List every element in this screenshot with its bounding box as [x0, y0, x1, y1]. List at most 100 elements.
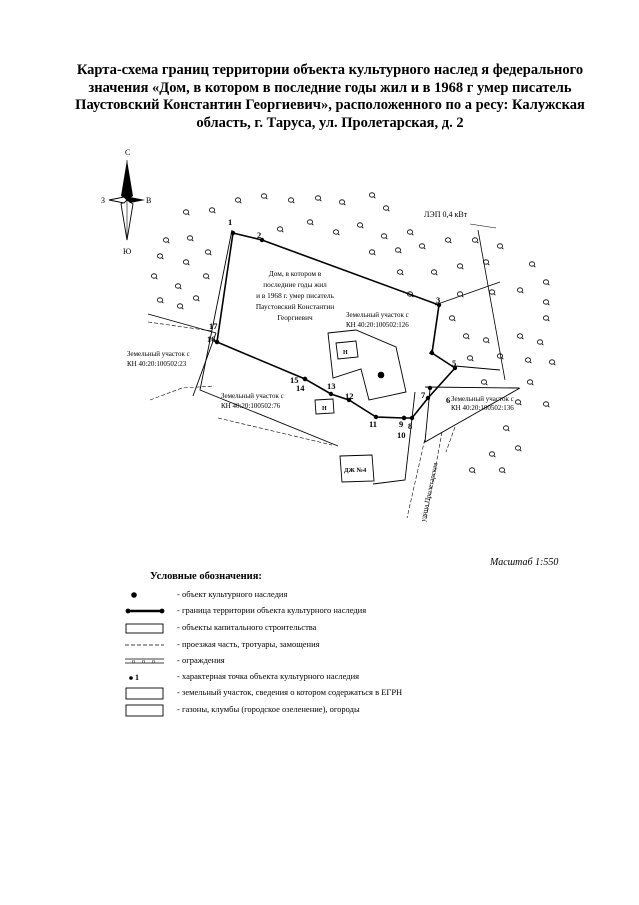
boundary-point-label-16: 16 [207, 334, 216, 344]
house-label-2: последние годы жил [263, 280, 327, 289]
tree-symbol [456, 263, 464, 270]
parcel-76-label-1: Земельный участок с [221, 392, 284, 400]
tree-symbol [488, 289, 496, 296]
building-n-label-1: Н [343, 350, 348, 356]
boundary-point-7 [425, 395, 431, 401]
tree-symbol [525, 357, 532, 364]
legend-text-fences: - ограждения [177, 655, 225, 665]
tree-symbol [496, 243, 504, 250]
tree-symbol [543, 279, 550, 286]
buildings [314, 329, 407, 483]
boundary-point-11 [373, 414, 379, 420]
boundary-point-label-1: 1 [228, 217, 232, 227]
tree-symbol [186, 235, 194, 242]
tree-symbol [156, 297, 164, 304]
tree-symbol [306, 219, 314, 226]
tree-symbol [204, 249, 212, 256]
power-line: ЛЭП 0,4 кВт [424, 210, 506, 381]
tree-symbol [156, 253, 164, 260]
legend-title: Условные обозначения: [150, 571, 262, 582]
tree-symbol [234, 197, 242, 204]
tree-symbol [549, 359, 556, 366]
characteristic-point-symbol: 1 [129, 673, 139, 682]
parcel-136-label-1: Земельный участок с [451, 395, 514, 403]
parcel-23-label-2: КН 40:20:100502:23 [127, 360, 187, 368]
boundary-point-8 [409, 415, 415, 421]
title-line-3: Паустовский Константин Георгиевич», расп… [75, 97, 585, 113]
tree-symbol [276, 226, 284, 233]
tree-symbol [480, 379, 488, 386]
compass-south: Ю [123, 247, 131, 256]
boundary-point-label-12: 12 [345, 391, 354, 401]
house-label-3: и в 1968 г. умер писатель [256, 291, 334, 300]
boundary-point-10 [401, 415, 407, 421]
tree-symbol [394, 247, 402, 254]
boundary-point-2 [259, 237, 265, 243]
tree-symbol [515, 399, 522, 406]
tree-symbol [482, 337, 490, 344]
map-title: Карта-схема границ территории объекта ку… [70, 62, 590, 132]
boundary-point-label-9: 9 [399, 419, 403, 429]
house-label-1: Дом, в котором в [269, 269, 322, 278]
tree-symbol [382, 205, 390, 212]
tree-symbol [471, 237, 479, 244]
tree-symbol [527, 379, 534, 386]
boundary-point-label-2: 2 [257, 230, 261, 240]
parcel-symbol [125, 687, 164, 700]
tree-symbol [368, 249, 376, 256]
boundary-point-5 [452, 365, 458, 371]
tree-symbol [430, 269, 438, 276]
street-label: улица Пролетарская [419, 461, 439, 522]
boundary-point-label-8: 8 [408, 421, 412, 431]
tree-symbol [543, 299, 550, 306]
legend-text-greenery: - газоны, клумбы (городское озеленение),… [177, 704, 360, 714]
tree-symbol [444, 237, 452, 244]
boundary-point-label-13: 13 [327, 381, 336, 391]
tree-symbol [287, 197, 295, 204]
compass-north: С [125, 148, 130, 157]
boundary-point-label-7: 7 [421, 390, 426, 400]
compass-east: В [146, 196, 151, 205]
boundary-point-6 [427, 385, 433, 391]
building-n-label-2: Н [322, 406, 327, 412]
point-sample-label: 1 [135, 673, 139, 682]
tree-symbol [529, 261, 536, 268]
parcel-23-label-1: Земельный участок с [127, 350, 190, 358]
boundary-point-17 [214, 339, 220, 345]
building-n-1 [335, 340, 359, 360]
boundary-point-label-15: 15 [290, 375, 299, 385]
tree-symbol [418, 243, 426, 250]
tree-symbol [192, 295, 200, 302]
svg-text:o: o [132, 659, 135, 665]
tree-symbol [517, 287, 524, 294]
tree-symbol [332, 229, 340, 236]
title-line-4: область, г. Таруса, ул. Пролетарская, д.… [196, 114, 464, 131]
tree-symbol [448, 315, 456, 322]
tree-symbol [182, 259, 190, 266]
legend-text-driveways: - проезжая часть, тротуары, замощения [177, 639, 320, 649]
boundary-point-3 [436, 302, 442, 308]
boundary-point-label-4: 4 [429, 347, 434, 357]
tree-symbol [468, 467, 476, 474]
tree-symbol [208, 207, 216, 214]
driveways [147, 321, 456, 521]
tree-symbol [488, 451, 496, 458]
tree-symbol [498, 467, 506, 474]
tree-symbol [314, 195, 322, 202]
tree-symbol [537, 339, 544, 346]
house-label-5: Георгиевич [277, 313, 313, 322]
greenery-symbol [125, 704, 164, 717]
building-n-2 [314, 398, 335, 415]
tree-symbol [515, 445, 522, 452]
tree-symbol [368, 192, 376, 199]
tree-symbol [462, 333, 470, 340]
tree-symbol [174, 283, 182, 290]
boundary-point-label-3: 3 [436, 295, 440, 305]
driveway-symbol [125, 644, 164, 646]
parcel-76-label-2: КН 40:20:100502:76 [221, 402, 281, 410]
svg-text:o: o [152, 659, 155, 665]
boundary-point-label-17: 17 [209, 321, 218, 331]
